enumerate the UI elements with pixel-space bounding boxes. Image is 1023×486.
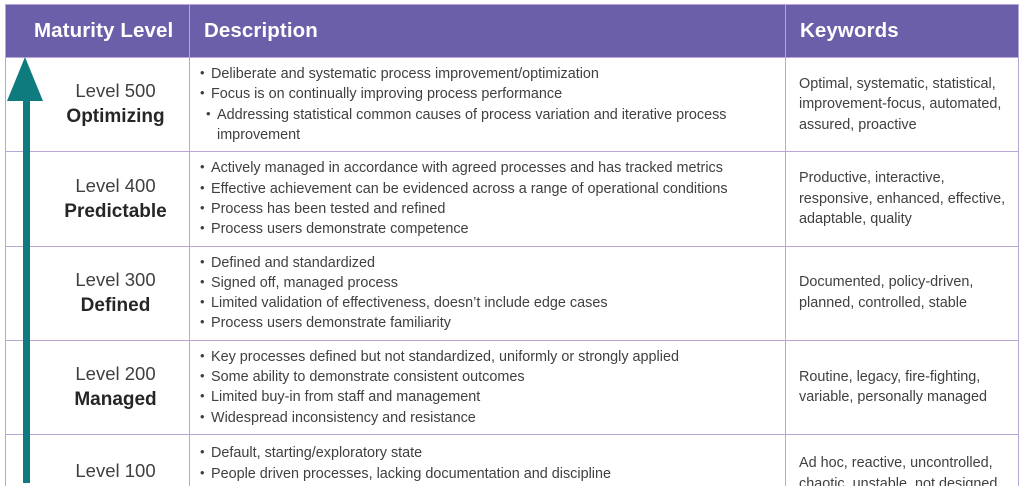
list-item: Focus is on continually improving proces…	[200, 84, 777, 104]
level-cell: Level 400 Predictable	[5, 151, 190, 247]
description-cell: Defined and standardized Signed off, man…	[189, 245, 786, 341]
table-row: Level 200 Managed Key processes defined …	[5, 339, 1019, 436]
list-item: Some ability to demonstrate consistent o…	[200, 367, 777, 387]
column-header-maturity-level: Maturity Level	[5, 4, 190, 58]
list-item: Actively managed in accordance with agre…	[200, 158, 777, 178]
description-list: Deliberate and systematic process improv…	[200, 64, 777, 145]
keywords-text: Routine, legacy, fire-fighting, variable…	[799, 368, 987, 406]
table-row: Level 400 Predictable Actively managed i…	[5, 151, 1019, 247]
level-name: Managed	[74, 389, 157, 411]
description-cell: Deliberate and systematic process improv…	[189, 56, 786, 153]
list-item: Defined and standardized	[200, 253, 777, 273]
list-item: Deliberate and systematic process improv…	[200, 64, 777, 84]
list-item: Default, starting/exploratory state	[200, 443, 777, 463]
level-number: Level 500	[75, 80, 156, 102]
list-item: Widespread inconsistency and resistance	[200, 408, 777, 428]
table-row: Level 300 Defined Defined and standardiz…	[5, 245, 1019, 341]
level-cell: Level 300 Defined	[5, 245, 190, 341]
keywords-cell: Routine, legacy, fire-fighting, variable…	[785, 339, 1019, 436]
description-cell: Key processes defined but not standardiz…	[189, 339, 786, 436]
keywords-text: Productive, interactive, responsive, enh…	[799, 169, 1006, 228]
level-number: Level 300	[75, 268, 156, 290]
keywords-cell: Ad hoc, reactive, uncontrolled, chaotic,…	[785, 434, 1019, 486]
list-item: Limited buy-in from staff and management	[200, 387, 777, 407]
table-header-row: Maturity Level Description Keywords	[5, 4, 1019, 58]
level-name: Optimizing	[66, 106, 165, 128]
description-cell: Default, starting/exploratory state Peop…	[189, 434, 786, 486]
list-item: Effective achievement can be evidenced a…	[200, 179, 777, 199]
level-name: Defined	[80, 294, 151, 316]
level-cell: Level 500 Optimizing	[5, 56, 190, 153]
description-cell: Actively managed in accordance with agre…	[189, 151, 786, 247]
table-row: Level 500 Optimizing Deliberate and syst…	[5, 56, 1019, 153]
level-number: Level 400	[75, 174, 156, 196]
list-item: Process users demonstrate familiarity	[200, 313, 777, 333]
list-item: Process has been tested and refined	[200, 199, 777, 219]
description-list: Defined and standardized Signed off, man…	[200, 253, 777, 334]
keywords-cell: Optimal, systematic, statistical, improv…	[785, 56, 1019, 153]
level-name: Predictable	[64, 200, 167, 222]
keywords-cell: Productive, interactive, responsive, enh…	[785, 151, 1019, 247]
list-item: People driven processes, lacking documen…	[200, 464, 777, 484]
list-item: Signed off, managed process	[200, 273, 777, 293]
list-item: Addressing statistical common causes of …	[200, 105, 777, 146]
list-item: Key processes defined but not standardiz…	[200, 347, 777, 367]
table-header: Maturity Level Description Keywords	[5, 4, 1019, 58]
level-cell: Level 100 Initial	[5, 434, 190, 486]
list-item: Many ways of doing the same thing (with …	[200, 484, 777, 486]
keywords-text: Optimal, systematic, statistical, improv…	[799, 75, 1002, 133]
column-header-description-label: Description	[204, 19, 318, 42]
level-number: Level 200	[75, 363, 156, 385]
description-list: Actively managed in accordance with agre…	[200, 158, 777, 239]
table-row: Level 100 Initial Default, starting/expl…	[5, 434, 1019, 486]
description-list: Key processes defined but not standardiz…	[200, 347, 777, 428]
list-item: Limited validation of effectiveness, doe…	[200, 293, 777, 313]
keywords-text: Documented, policy-driven, planned, cont…	[799, 274, 974, 312]
level-cell: Level 200 Managed	[5, 339, 190, 436]
keywords-cell: Documented, policy-driven, planned, cont…	[785, 245, 1019, 341]
maturity-levels-table: Maturity Level Description Keywords Leve…	[5, 4, 1019, 486]
table-body: Level 500 Optimizing Deliberate and syst…	[5, 56, 1019, 486]
column-header-description: Description	[189, 4, 786, 58]
description-list: Default, starting/exploratory state Peop…	[200, 443, 777, 486]
list-item: Process users demonstrate competence	[200, 219, 777, 239]
keywords-text: Ad hoc, reactive, uncontrolled, chaotic,…	[799, 454, 1002, 486]
level-number: Level 100	[75, 459, 156, 481]
column-header-keywords-label: Keywords	[800, 19, 899, 42]
column-header-maturity-level-label: Maturity Level	[34, 19, 174, 42]
column-header-keywords: Keywords	[785, 4, 1019, 58]
